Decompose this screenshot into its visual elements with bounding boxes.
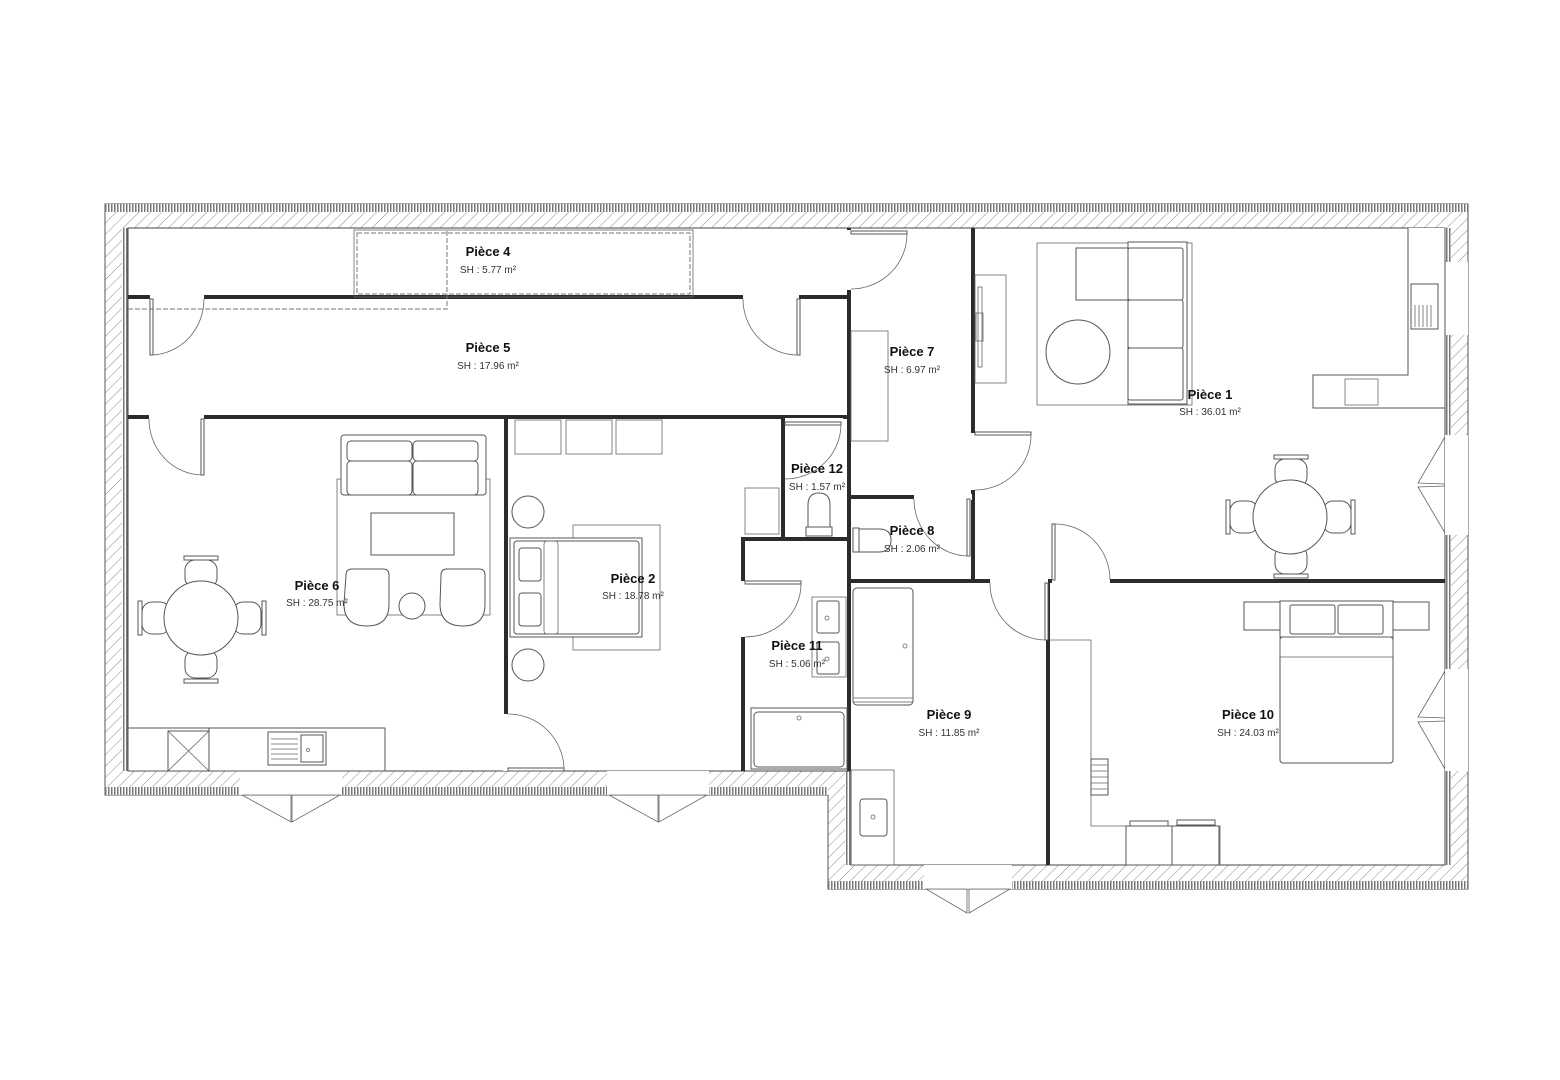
room-area: SH : 36.01 m² bbox=[1179, 407, 1241, 418]
room-name: Pièce 10 bbox=[1222, 707, 1274, 722]
room-name: Pièce 1 bbox=[1188, 387, 1233, 402]
room-name: Pièce 12 bbox=[791, 461, 843, 476]
room-piece-7: Pièce 7 SH : 6.97 m² bbox=[884, 344, 941, 376]
room-piece-6: Pièce 6 SH : 28.75 m² bbox=[286, 578, 348, 609]
room-name: Pièce 7 bbox=[890, 344, 935, 359]
room-area: SH : 24.03 m² bbox=[1217, 728, 1279, 739]
room-area: SH : 5.06 m² bbox=[769, 659, 826, 670]
room-area: SH : 28.75 m² bbox=[286, 598, 348, 609]
room-area: SH : 2.06 m² bbox=[884, 544, 941, 555]
room-piece-4: Pièce 4 SH : 5.77 m² bbox=[460, 244, 517, 276]
furniture bbox=[127, 228, 1446, 866]
room-area: SH : 18.78 m² bbox=[602, 591, 664, 602]
window-piece1-east-2 bbox=[1417, 435, 1468, 535]
room-area: SH : 1.57 m² bbox=[789, 482, 846, 493]
room-name: Pièce 2 bbox=[611, 571, 656, 586]
window-piece9-south bbox=[924, 865, 1012, 914]
room-area: SH : 17.96 m² bbox=[457, 361, 519, 372]
room-piece-9: Pièce 9 SH : 11.85 m² bbox=[919, 707, 981, 739]
room-piece-1: Pièce 1 SH : 36.01 m² bbox=[1179, 387, 1241, 418]
room-name: Pièce 4 bbox=[466, 244, 512, 259]
doors bbox=[148, 230, 1111, 772]
room-piece-5: Pièce 5 SH : 17.96 m² bbox=[457, 340, 519, 372]
room-piece-11: Pièce 11 SH : 5.06 m² bbox=[769, 638, 826, 670]
room-name: Pièce 11 bbox=[771, 638, 822, 653]
room-name: Pièce 5 bbox=[466, 340, 511, 355]
room-labels: Pièce 1 SH : 36.01 m² Pièce 2 SH : 18.78… bbox=[286, 244, 1279, 739]
room-piece-10: Pièce 10 SH : 24.03 m² bbox=[1217, 707, 1279, 739]
room-name: Pièce 9 bbox=[927, 707, 972, 722]
window-piece2-south bbox=[607, 771, 709, 823]
room-name: Pièce 6 bbox=[295, 578, 340, 593]
room-area: SH : 6.97 m² bbox=[884, 365, 941, 376]
window-piece6-south bbox=[240, 771, 342, 823]
room-area: SH : 11.85 m² bbox=[919, 728, 981, 739]
room-piece-8: Pièce 8 SH : 2.06 m² bbox=[884, 523, 941, 555]
exterior-walls bbox=[104, 203, 1469, 890]
room-area: SH : 5.77 m² bbox=[460, 265, 517, 276]
room-piece-12: Pièce 12 SH : 1.57 m² bbox=[789, 461, 846, 493]
room-name: Pièce 8 bbox=[890, 523, 935, 538]
window-piece10-east bbox=[1417, 669, 1468, 771]
windows bbox=[240, 262, 1468, 914]
room-piece-2: Pièce 2 SH : 18.78 m² bbox=[602, 571, 664, 602]
